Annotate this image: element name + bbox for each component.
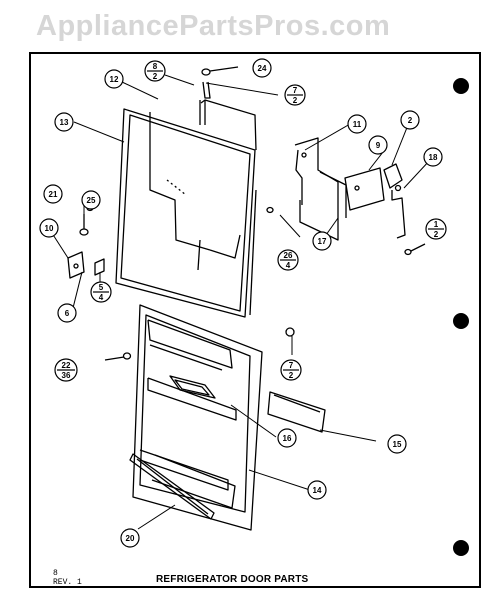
callout-1-2-num: 1: [434, 220, 439, 229]
binder-hole-top: [453, 78, 469, 94]
binder-hole-bottom: [453, 540, 469, 556]
callout-5-4-num: 5: [99, 283, 104, 292]
callout-7-2-bottom-den: 2: [289, 371, 294, 380]
callout-8-2: [144, 60, 166, 82]
callout-20-label: 20: [126, 534, 135, 543]
callout-26-4: [277, 249, 299, 271]
callout-25: [81, 190, 101, 210]
binder-hole-middle: [453, 313, 469, 329]
callout-18: [423, 147, 443, 167]
page-number-block: 8 REV. 1: [53, 569, 82, 587]
callout-17: [312, 231, 332, 251]
callout-17-label: 17: [318, 237, 327, 246]
callout-7-2-top: [284, 84, 306, 106]
screw-22-36: [104, 352, 132, 361]
callout-1-2: [425, 218, 447, 240]
door-gasket: [115, 108, 256, 318]
bottom-trim-strip: [129, 453, 215, 520]
callout-8-2-den: 2: [153, 72, 158, 81]
door-outer-panel: [149, 99, 257, 316]
callout-10: [39, 218, 59, 238]
callout-7-2-top-den: 2: [293, 96, 298, 105]
callout-9-label: 9: [376, 141, 381, 150]
callout-10-label: 10: [45, 224, 54, 233]
callout-5-4: [90, 281, 112, 303]
callout-22-36: [54, 358, 78, 382]
callout-8-2-num: 8: [153, 62, 158, 71]
screw-1-2: [404, 243, 426, 256]
callout-11: [347, 114, 367, 134]
page-number: 8: [53, 569, 58, 578]
callout-9: [368, 135, 388, 155]
callout-22-36-den: 36: [62, 371, 71, 380]
callout-13-label: 13: [60, 118, 69, 127]
callout-6: [57, 303, 77, 323]
callout-1-2-den: 2: [434, 230, 439, 239]
hinge-bracket: [294, 137, 347, 241]
door-handle-assembly: [67, 204, 105, 279]
callout-7-2-bottom-num: 7: [289, 361, 294, 370]
callout-26-4-den: 4: [286, 261, 291, 270]
callout-14-label: 14: [313, 486, 322, 495]
dairy-door-shelf: [169, 375, 216, 399]
door-inner-liner: [132, 304, 263, 531]
callout-7-2-bottom: [280, 359, 302, 381]
callout-21: [43, 184, 63, 204]
hinge-plate: [344, 167, 385, 211]
hinge-cap: [383, 163, 403, 189]
callout-15-label: 15: [393, 440, 402, 449]
callout-14: [307, 480, 327, 500]
callout-2: [400, 110, 420, 130]
callout-11-label: 11: [353, 120, 362, 129]
lower-hinge: [391, 184, 406, 239]
callout-16: [277, 428, 297, 448]
callout-22-36-num: 22: [62, 361, 71, 370]
callout-5-4-den: 4: [99, 293, 104, 302]
shelf-bar: [267, 391, 326, 433]
revision-label: REV. 1: [53, 578, 82, 587]
callout-13: [54, 112, 74, 132]
watermark-text: AppliancePartsPros.com: [36, 10, 391, 42]
callout-15: [387, 434, 407, 454]
callout-6-label: 6: [65, 309, 70, 318]
callout-18-label: 18: [429, 153, 438, 162]
callout-24: [252, 58, 272, 78]
callout-12-label: 12: [110, 75, 119, 84]
callout-26-4-num: 26: [284, 251, 293, 260]
callout-24-label: 24: [258, 64, 267, 73]
screw-24: [201, 66, 239, 76]
callout-20: [120, 528, 140, 548]
diagram-caption: REFRIGERATOR DOOR PARTS: [156, 574, 309, 585]
callout-21-label: 21: [49, 190, 58, 199]
callout-16-label: 16: [283, 434, 292, 443]
door-stop-bumper: [285, 327, 295, 337]
hinge-pin: [199, 81, 211, 125]
callout-12: [104, 69, 124, 89]
callout-25-label: 25: [87, 196, 96, 205]
callout-7-2-top-num: 7: [293, 86, 298, 95]
callout-2-label: 2: [408, 116, 413, 125]
screw-26-4: [266, 206, 274, 214]
diagram-frame: [29, 52, 481, 588]
